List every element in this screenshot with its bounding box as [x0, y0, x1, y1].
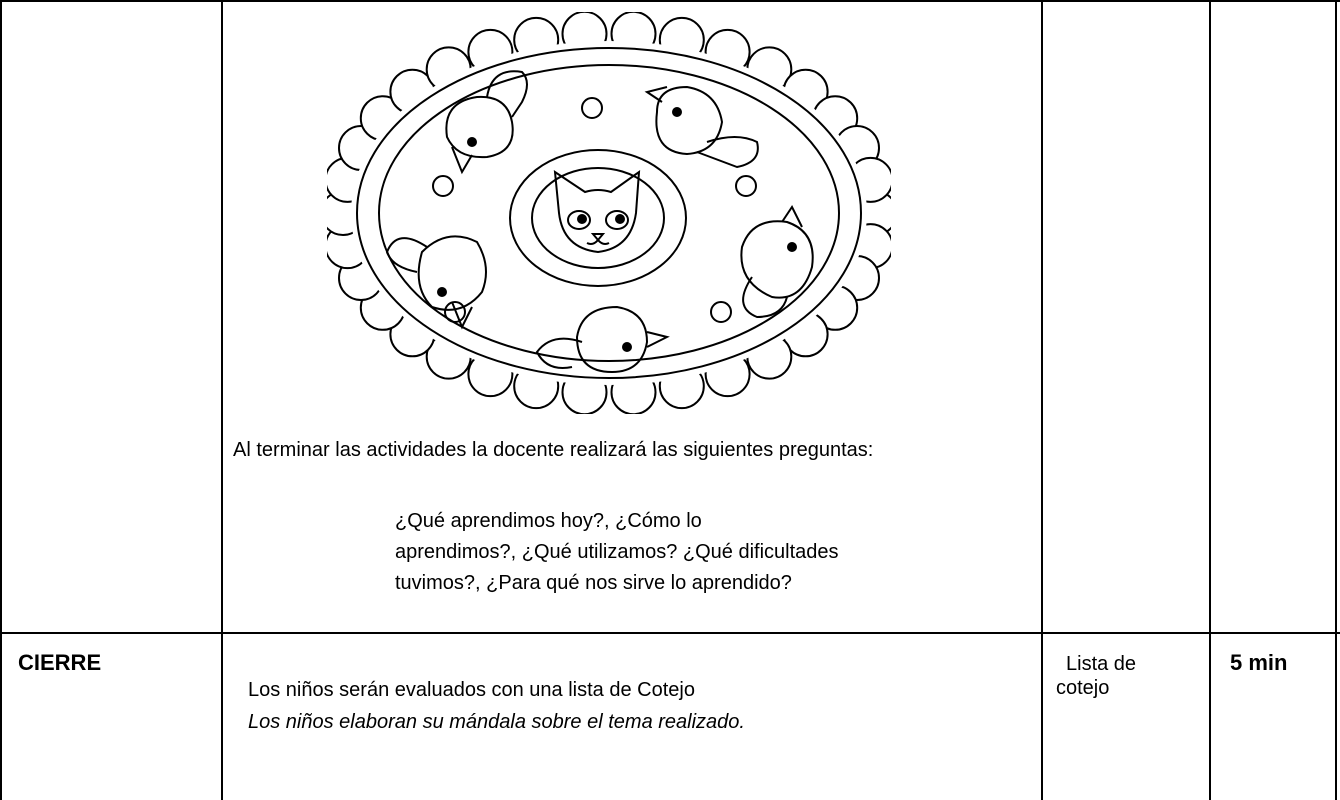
table-border-left	[0, 0, 2, 800]
bird-icon	[445, 70, 528, 175]
bird-icon	[740, 205, 814, 319]
questions-block: ¿Qué aprendimos hoy?, ¿Cómo lo aprendimo…	[395, 506, 985, 599]
small-circle	[735, 175, 757, 197]
table-border-right	[1335, 0, 1337, 800]
intro-text: Al terminar las actividades la docente r…	[233, 439, 874, 461]
cat-outer-circle	[509, 149, 687, 287]
activity-text: Los niños elaboran su mándala sobre el t…	[248, 711, 745, 733]
bird-icon	[535, 305, 670, 374]
mandala-drawing	[327, 12, 891, 414]
phase-label: CIERRE	[18, 650, 102, 675]
small-circle	[444, 301, 466, 323]
resource-line: cotejo	[1056, 677, 1110, 699]
question-line: ¿Qué aprendimos hoy?, ¿Cómo lo	[395, 510, 702, 532]
table-border-col2	[1041, 0, 1043, 800]
small-circle	[432, 175, 454, 197]
question-line: aprendimos?, ¿Qué utilizamos? ¿Qué dific…	[395, 541, 839, 563]
bird-icon	[385, 235, 487, 330]
bird-icon	[644, 85, 759, 169]
small-circle	[710, 301, 732, 323]
table-border-col1	[221, 0, 223, 800]
evaluation-text: Los niños serán evaluados con una lista …	[248, 679, 695, 701]
cat-face-icon	[553, 169, 641, 254]
table-row-divider	[0, 632, 1340, 634]
mandala-inner-ring-2	[378, 64, 840, 362]
mandala-inner-ring	[356, 47, 862, 379]
time-label: 5 min	[1230, 650, 1288, 675]
cat-inner-circle	[531, 167, 665, 269]
small-circle	[581, 97, 603, 119]
table-border-col3	[1209, 0, 1211, 800]
question-line: tuvimos?, ¿Para qué nos sirve lo aprendi…	[395, 572, 792, 594]
resource-line: Lista de	[1066, 653, 1137, 675]
table-border-top	[0, 0, 1340, 2]
resource-text: Lista de cotejo	[1056, 652, 1136, 700]
